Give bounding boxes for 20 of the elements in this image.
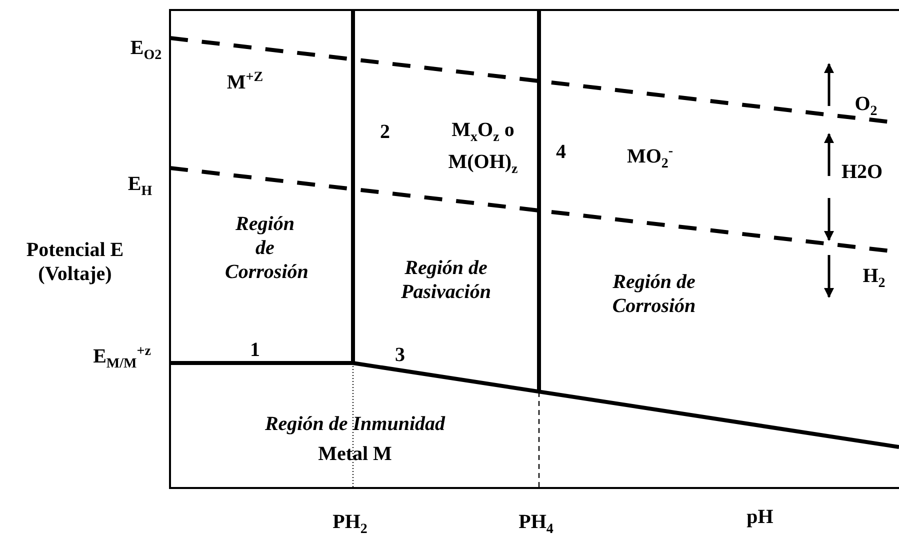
potential-label: E$_{O2}$ [129, 36, 163, 65]
species-label: M$_{x}$O$_{z}$ o M(OH)$_{z}$ [447, 118, 519, 179]
species-label: Metal M [317, 442, 393, 466]
axis-label: PH$_{4}$ [518, 510, 554, 539]
region-label: Región de Pasivación [400, 256, 492, 304]
boundary-number: 1 [249, 338, 261, 362]
potential-label: E$_{H}$ [126, 172, 154, 201]
boundary-number: 2 [379, 120, 391, 144]
axis-label: PH$_{2}$ [332, 510, 368, 539]
axis-label: Potencial E (Voltaje) [25, 238, 125, 286]
region-label: Región de Inmunidad [264, 412, 446, 436]
region-label: Región de Corrosión [225, 212, 305, 284]
species-label: H$_{2}$ [862, 264, 886, 293]
species-label: H2O [840, 160, 884, 184]
boundary-number: 4 [555, 140, 567, 164]
axis-label: pH [746, 505, 774, 529]
region-label: Región de Corrosión [611, 270, 697, 318]
boundary-number: 3 [394, 343, 406, 367]
species-label: O$_{2}$ [854, 92, 878, 121]
species-label: M$^{+Z}$ [226, 69, 264, 95]
